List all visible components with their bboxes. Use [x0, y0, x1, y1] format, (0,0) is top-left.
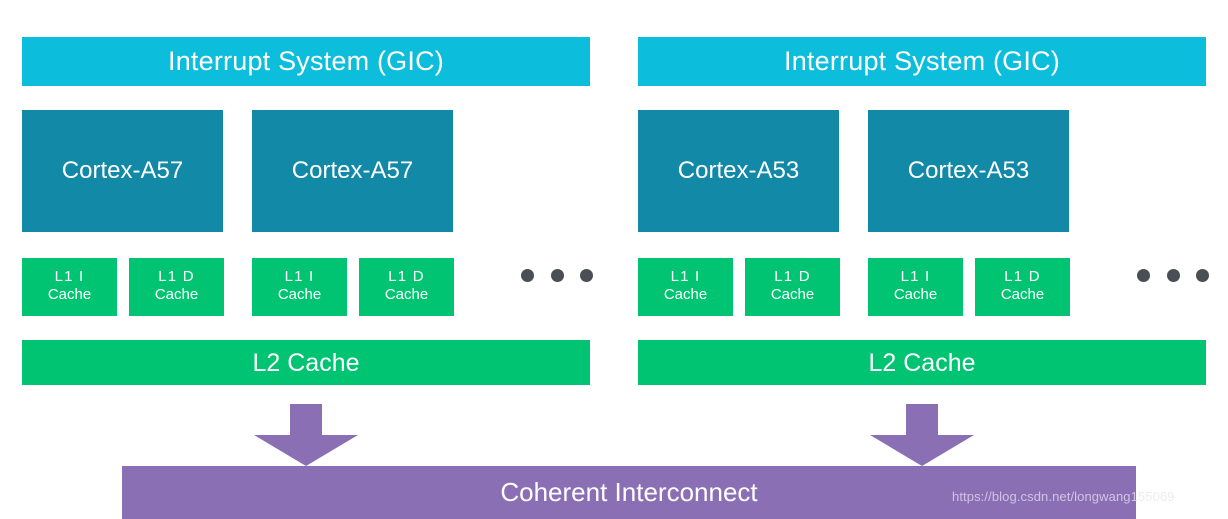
l1-cache-type: L1 D — [388, 267, 425, 285]
l1-cache-word: Cache — [384, 285, 429, 303]
coherent-interconnect-bar: Coherent Interconnect — [122, 466, 1136, 519]
gic-bar-right: Interrupt System (GIC) — [638, 37, 1206, 86]
l1-cache-word: Cache — [770, 285, 815, 303]
core-block-right-0: Cortex-A53 — [638, 110, 839, 232]
watermark-text: https://blog.csdn.net/longwang155069 — [952, 489, 1175, 504]
ellipsis-dot — [1196, 269, 1209, 282]
l1-cache-right-2: L1 I Cache — [868, 258, 963, 316]
ellipsis-dot — [1166, 269, 1180, 282]
l1-cache-type: L1 I — [54, 267, 85, 285]
core-block-left-0: Cortex-A57 — [22, 110, 223, 232]
l1-cache-word: Cache — [154, 285, 199, 303]
ellipsis-dot — [521, 269, 534, 282]
l1-cache-right-1: L1 D Cache — [745, 258, 840, 316]
l1-cache-word: Cache — [277, 285, 322, 303]
l2-cache-bar-left: L2 Cache — [22, 340, 590, 385]
l1-cache-type: L1 D — [1004, 267, 1041, 285]
ellipsis-dot — [1137, 269, 1150, 282]
l1-cache-type: L1 I — [284, 267, 315, 285]
down-arrow-right — [870, 404, 974, 466]
l1-cache-right-0: L1 I Cache — [638, 258, 733, 316]
l1-cache-type: L1 I — [900, 267, 931, 285]
l2-cache-bar-right: L2 Cache — [638, 340, 1206, 385]
l1-cache-left-1: L1 D Cache — [129, 258, 224, 316]
l1-cache-word: Cache — [663, 285, 708, 303]
l1-cache-word: Cache — [47, 285, 92, 303]
l1-cache-type: L1 D — [774, 267, 811, 285]
ellipsis-left — [521, 269, 593, 282]
core-block-left-1: Cortex-A57 — [252, 110, 453, 232]
l1-cache-word: Cache — [1000, 285, 1045, 303]
core-block-right-1: Cortex-A53 — [868, 110, 1069, 232]
l1-cache-type: L1 D — [158, 267, 195, 285]
l1-cache-left-2: L1 I Cache — [252, 258, 347, 316]
down-arrow-left — [254, 404, 358, 466]
gic-bar-left: Interrupt System (GIC) — [22, 37, 590, 86]
l1-cache-word: Cache — [893, 285, 938, 303]
l1-cache-left-3: L1 D Cache — [359, 258, 454, 316]
ellipsis-right — [1137, 269, 1209, 282]
ellipsis-dot — [550, 269, 564, 282]
ellipsis-dot — [580, 269, 593, 282]
l1-cache-left-0: L1 I Cache — [22, 258, 117, 316]
l1-cache-right-3: L1 D Cache — [975, 258, 1070, 316]
l1-cache-type: L1 I — [670, 267, 701, 285]
